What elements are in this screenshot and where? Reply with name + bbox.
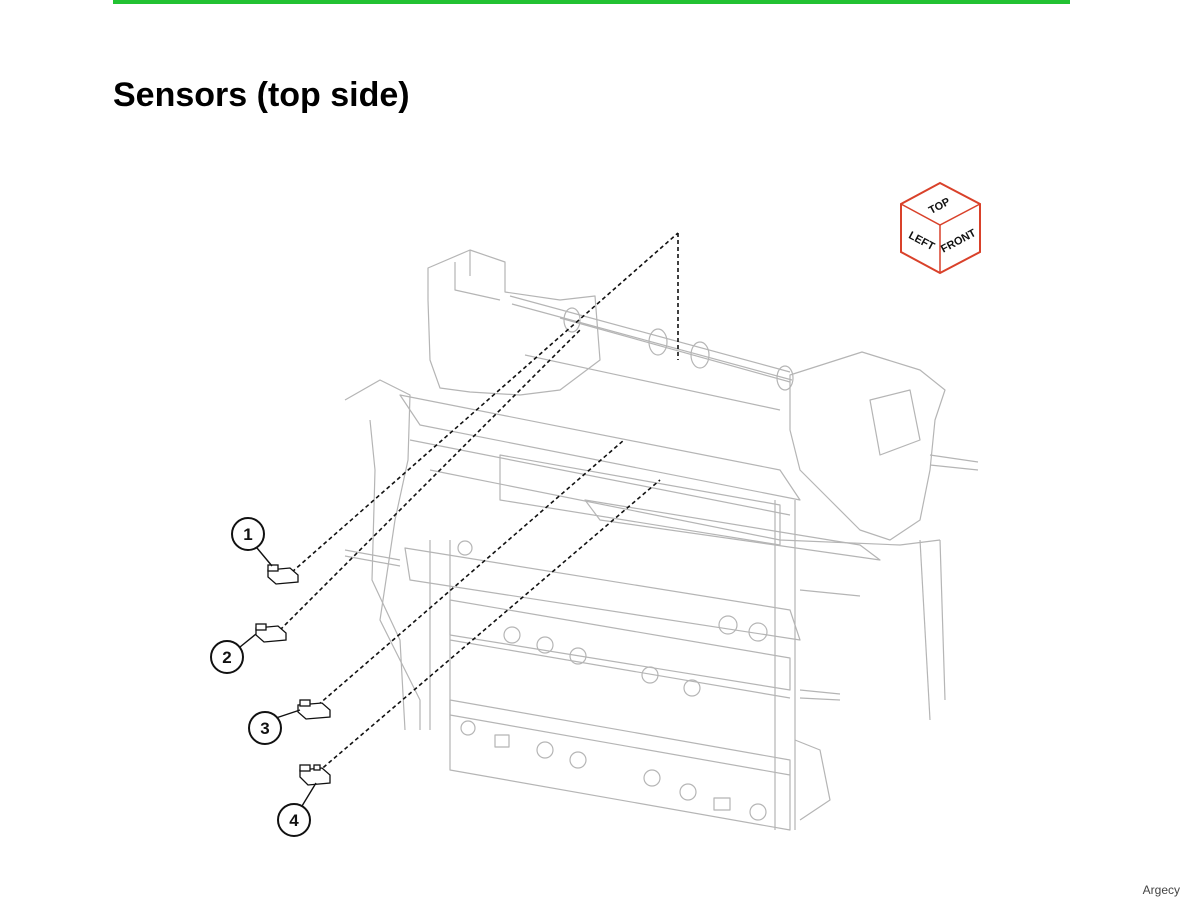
top-accent-rule (113, 0, 1070, 4)
orientation-cube: TOP LEFT FRONT (900, 181, 981, 275)
sensor-3[interactable] (297, 699, 331, 720)
callout-label-3: 3 (260, 719, 269, 738)
leader-line-1 (291, 232, 679, 573)
leader-line-2 (279, 329, 581, 631)
callout-4: 4 (277, 782, 317, 837)
callout-label-2: 2 (222, 648, 231, 667)
sensor-parts (255, 564, 331, 786)
page-title: Sensors (top side) (113, 76, 410, 114)
callout-3: 3 (248, 709, 301, 745)
callout-bubbles: 1 2 3 4 (210, 517, 317, 837)
leader-line-4 (317, 479, 661, 773)
callout-label-4: 4 (289, 811, 299, 830)
callout-label-1: 1 (243, 525, 252, 544)
leader-lines (279, 232, 679, 773)
sensor-1[interactable] (267, 564, 299, 585)
leader-line-3 (317, 439, 625, 706)
sensor-4[interactable] (299, 764, 331, 786)
footer-brand: Argecy (1142, 883, 1180, 897)
callout-1: 1 (231, 517, 273, 567)
sensor-2[interactable] (255, 623, 287, 643)
callout-2: 2 (210, 633, 257, 674)
printer-frame-illustration (344, 249, 979, 831)
